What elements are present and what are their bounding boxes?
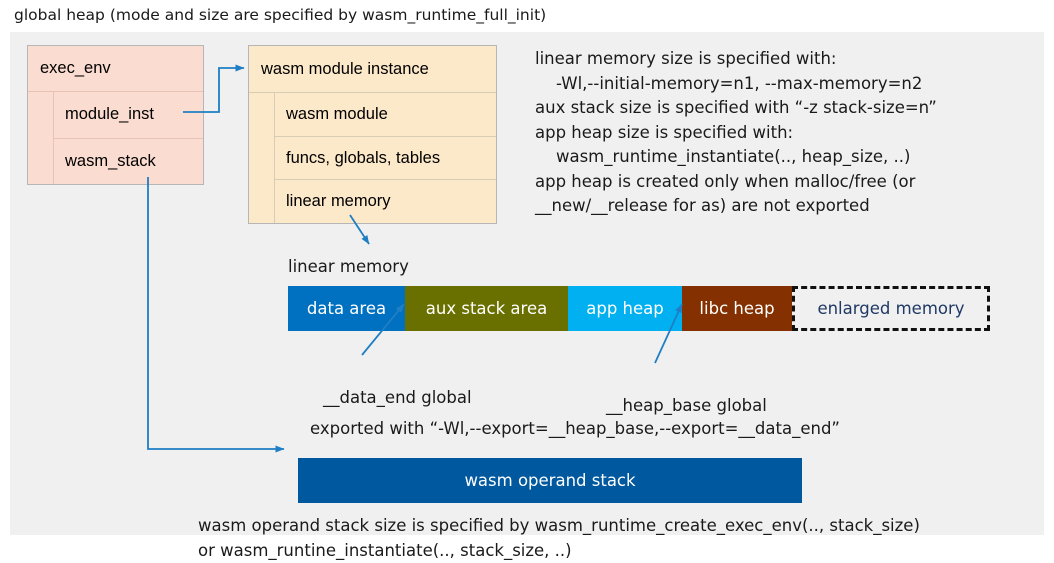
- exec-env-header: exec_env: [28, 46, 203, 92]
- module-field-linear-memory: linear memory: [286, 192, 391, 211]
- exec-env-box: exec_env module_inst wasm_stack: [27, 45, 204, 185]
- export-flags-label: exported with “-Wl,--export=__heap_base,…: [310, 419, 840, 438]
- module-field-wasm-module: wasm module: [275, 93, 496, 137]
- runtime-config-note: linear memory size is specified with: -W…: [535, 49, 937, 215]
- diagram-canvas: exec_env module_inst wasm_stack wasm mod…: [10, 32, 1044, 560]
- exec-env-field-module-inst: module_inst: [54, 92, 203, 139]
- wasm-module-instance-header: wasm module instance: [249, 46, 496, 93]
- mem-segment-libc-heap: libc heap: [682, 286, 792, 331]
- exec-env-gutter: [28, 92, 54, 184]
- linear-memory-label: linear memory: [288, 257, 409, 276]
- wasm-module-instance-fields: wasm module funcs, globals, tables linea…: [275, 93, 496, 223]
- data-end-global-label: __data_end global: [323, 388, 472, 407]
- mem-segment-aux-stack-area: aux stack area: [405, 286, 568, 331]
- mem-segment-app-heap: app heap: [568, 286, 682, 331]
- page-title: global heap (mode and size are specified…: [14, 6, 547, 24]
- wasm-module-instance-box: wasm module instance wasm module funcs, …: [248, 45, 497, 224]
- operand-stack-note: wasm operand stack size is specified by …: [198, 516, 920, 560]
- exec-env-field-wasm-stack: wasm_stack: [65, 151, 156, 170]
- wasm-module-instance-gutter: [249, 93, 275, 223]
- module-field-funcs-globals-tables: funcs, globals, tables: [275, 137, 496, 181]
- exec-env-fields: module_inst wasm_stack: [54, 92, 203, 184]
- exec-env-body: module_inst wasm_stack: [28, 92, 203, 184]
- heap-base-global-label: __heap_base global: [606, 396, 767, 415]
- wasm-module-instance-body: wasm module funcs, globals, tables linea…: [249, 93, 496, 223]
- wasm-operand-stack-label: wasm operand stack: [464, 471, 636, 490]
- mem-segment-enlarged-memory: enlarged memory: [792, 286, 990, 331]
- wasm-operand-stack-box: wasm operand stack: [298, 458, 802, 503]
- mem-segment-data-area: data area: [288, 286, 405, 331]
